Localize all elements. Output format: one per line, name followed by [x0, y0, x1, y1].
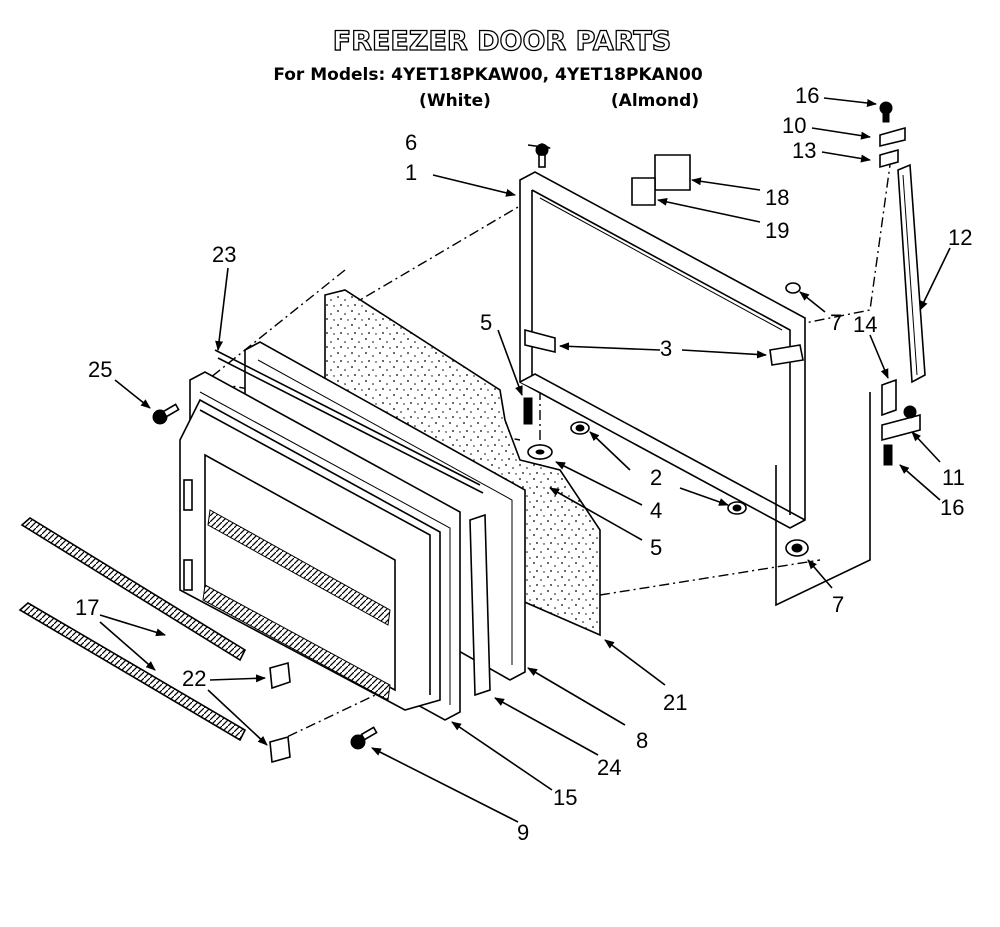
- callout-12: 12: [948, 225, 972, 250]
- end-cap-lower: [269, 735, 291, 764]
- hinge-part-11: [881, 405, 921, 442]
- callout-6: 6: [405, 130, 417, 155]
- shelf-rail-upper: [20, 517, 247, 662]
- gasket-strip-24: [469, 513, 491, 697]
- callout-7-upper: 7: [830, 310, 842, 335]
- callout-16-bottom: 16: [940, 495, 964, 520]
- hinge-bracket-left: [524, 328, 556, 354]
- door-liner: [179, 398, 441, 711]
- shim-13: [879, 148, 899, 169]
- variant-almond-label: (Almond): [611, 91, 699, 111]
- callout-22: 22: [182, 666, 206, 691]
- callout-10: 10: [782, 113, 806, 138]
- handle-12: [897, 163, 926, 384]
- models-line: For Models: 4YET18PKAW00, 4YET18PKAN00: [273, 65, 703, 85]
- callout-13: 13: [792, 138, 816, 163]
- hinge-part-10: [879, 126, 906, 148]
- gasket-retainer-23: [214, 349, 484, 494]
- callout-4: 4: [650, 498, 662, 523]
- callout-16-top: 16: [795, 83, 819, 108]
- callout-15: 15: [553, 785, 577, 810]
- door-frame: [519, 171, 806, 529]
- bushing-7-lower: [785, 539, 809, 557]
- label-plate-19: [631, 177, 656, 206]
- callout-8: 8: [636, 728, 648, 753]
- callout-25: 25: [88, 357, 112, 382]
- callout-9: 9: [517, 820, 529, 845]
- variant-white-label: (White): [419, 91, 491, 111]
- door-stop-right: [727, 501, 747, 515]
- screw-5-upper: [523, 397, 533, 425]
- callout-11: 11: [942, 465, 965, 490]
- callout-17: 17: [75, 595, 99, 620]
- screw-16-top: [879, 101, 893, 123]
- handle-trim-bracket: [775, 392, 871, 607]
- callout-2: 2: [650, 465, 662, 490]
- end-cap-upper: [269, 661, 291, 690]
- hinge-bracket-right: [769, 344, 804, 366]
- screw-25: [152, 403, 180, 425]
- callout-23: 23: [212, 242, 236, 267]
- screw-9: [350, 726, 378, 750]
- washer-4: [527, 444, 553, 460]
- callout-1: 1: [405, 160, 417, 185]
- door-stop-left: [570, 421, 590, 435]
- shelf-rail-lower: [18, 602, 247, 742]
- spacer-14: [881, 378, 897, 417]
- callout-7-lower: 7: [832, 592, 844, 617]
- callout-5-upper: 5: [480, 310, 492, 335]
- callout-21: 21: [663, 690, 687, 715]
- screw-16-bottom: [883, 444, 893, 466]
- callout-5-lower: 5: [650, 535, 662, 560]
- callout-numbers: 6 1 18 19 16 10 13 12 7 14 3 5 2 4 5 11 …: [75, 83, 972, 845]
- callout-24: 24: [597, 755, 621, 780]
- page-title: FREEZER DOOR PARTS: [333, 26, 672, 57]
- callout-19: 19: [765, 218, 789, 243]
- callout-14: 14: [853, 312, 877, 337]
- label-plate-18: [654, 154, 691, 191]
- callout-18: 18: [765, 185, 789, 210]
- callout-3: 3: [660, 336, 672, 361]
- callout-arrows: [99, 97, 951, 823]
- bushing-7-upper: [785, 282, 801, 294]
